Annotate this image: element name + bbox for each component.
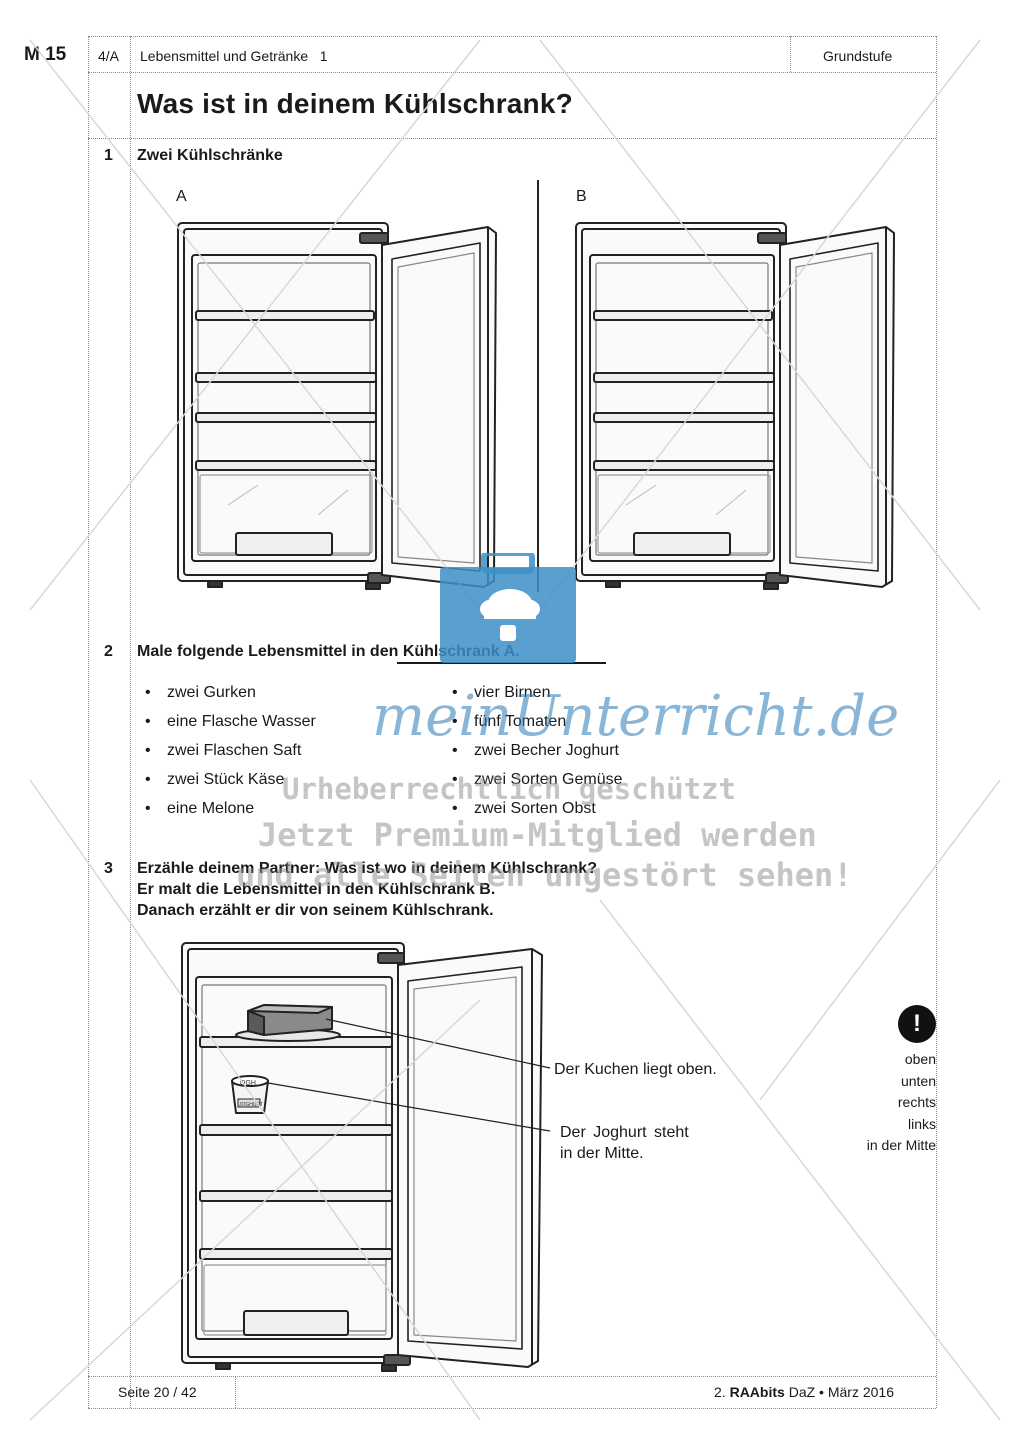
list-item: zwei Sorten Obst [450, 794, 623, 823]
position-word: links [907, 1115, 936, 1132]
list-item: zwei Flaschen Saft [143, 736, 316, 765]
task-3-line-1: Erzähle deinem Partner: Was ist wo in de… [137, 860, 597, 877]
page-number: Seite 20 / 42 [118, 1384, 197, 1400]
topic-title: Lebensmittel und Getränke 1 [140, 48, 328, 64]
position-word: rechts [897, 1094, 936, 1110]
position-word: in der Mitte [866, 1137, 936, 1153]
callout-cake: Der Kuchen liegt oben. [554, 1061, 717, 1078]
source-brand: RAAbits [729, 1384, 785, 1400]
left-margin-rule [88, 36, 89, 1408]
content-margin-rule [130, 36, 131, 1408]
food-list-right: vier Birnen fünf Tomaten zwei Becher Jog… [450, 678, 623, 823]
title-rule [88, 138, 936, 139]
callout-yogurt-line-1: Der Joghurt steht [560, 1124, 689, 1141]
source-suffix: DaZ • März 2016 [784, 1384, 894, 1400]
unit-code: 4/A [98, 48, 120, 64]
example-fridge-illustration: OGH JOGHURT [181, 942, 551, 1372]
header-bottom-rule [88, 72, 936, 73]
list-item: fünf Tomaten [450, 707, 623, 736]
source-prefix: 2. [714, 1384, 730, 1400]
task-3-number: 3 [104, 860, 113, 877]
list-item: vier Birnen [450, 678, 623, 707]
fridge-b-illustration [575, 222, 895, 590]
task-2-underline [397, 662, 606, 664]
right-margin-rule [936, 36, 937, 1408]
yogurt-lid-label: OGH [240, 1080, 256, 1087]
header-top-rule [88, 36, 936, 37]
material-code: M 15 [24, 44, 67, 65]
position-word: oben [904, 1051, 936, 1067]
exclamation-icon: ! [898, 1005, 936, 1043]
fridge-b-label: B [576, 188, 587, 205]
task-3-line-2: Er malt die Lebensmittel in den Kühlschr… [137, 881, 496, 898]
callout-yogurt-line-2: in der Mitte. [560, 1145, 644, 1162]
footer-bottom-rule [88, 1408, 936, 1409]
yogurt-cup-label: JOGHURT [239, 1102, 263, 1108]
task-3-line-3: Danach erzählt er dir von seinem Kühlsch… [137, 902, 494, 919]
fridge-a-label: A [176, 188, 187, 205]
food-list-left: zwei Gurken eine Flasche Wasser zwei Fla… [143, 678, 316, 823]
page-title: Was ist in deinem Kühlschrank? [137, 88, 573, 119]
list-item: zwei Becher Joghurt [450, 736, 623, 765]
list-item: zwei Stück Käse [143, 765, 316, 794]
list-item: eine Melone [143, 794, 316, 823]
fridge-a-illustration [177, 222, 497, 590]
task-1-number: 1 [104, 147, 113, 164]
task-2-number: 2 [104, 643, 113, 660]
footer-top-rule [88, 1376, 936, 1377]
list-item: zwei Gurken [143, 678, 316, 707]
position-word: unten [900, 1072, 936, 1089]
level-label: Grundstufe [823, 48, 893, 64]
task-1-heading: Zwei Kühlschränke [137, 147, 283, 164]
header-divider [790, 36, 791, 72]
source-line: 2. RAAbits DaZ • März 2016 [714, 1384, 894, 1400]
list-item: zwei Sorten Gemüse [450, 765, 623, 794]
position-words: oben unten rechts links in der Mitte [836, 1049, 936, 1157]
footer-divider [235, 1376, 236, 1408]
fridge-separator [537, 180, 539, 592]
task-2-heading: Male folgende Lebensmittel in den Kühlsc… [137, 643, 520, 660]
list-item: eine Flasche Wasser [143, 707, 316, 736]
